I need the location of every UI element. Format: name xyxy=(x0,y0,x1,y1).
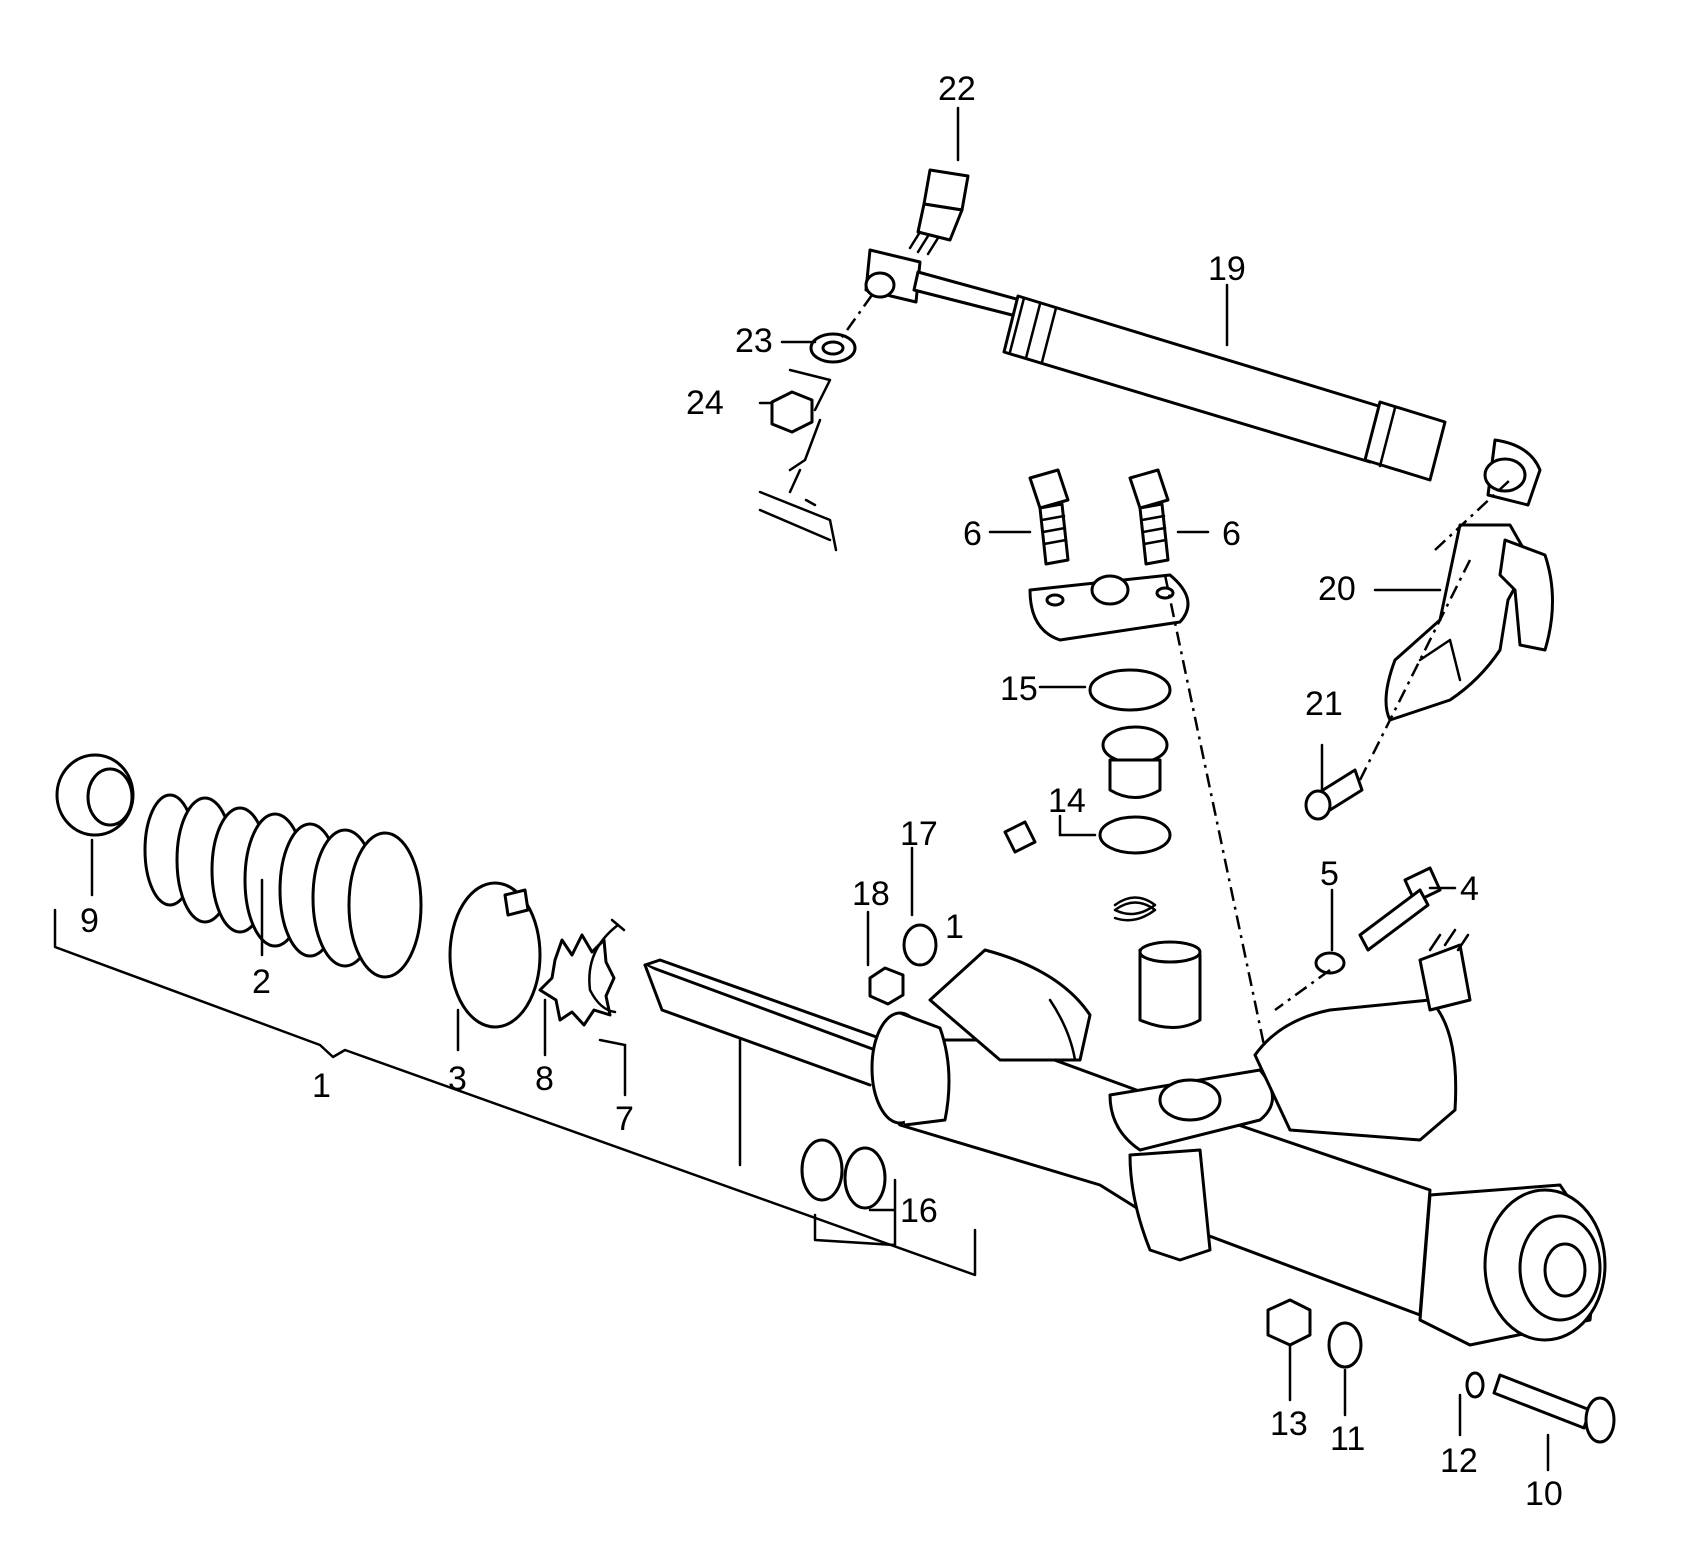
nut-part-18 xyxy=(868,966,905,1006)
callout-17: 17 xyxy=(900,815,938,853)
bush-part xyxy=(1101,725,1169,799)
circlip-part-7 xyxy=(588,918,626,1014)
bolt-part-6-left xyxy=(1028,468,1070,566)
callout-10: 10 xyxy=(1525,1475,1563,1513)
bolt-part-22 xyxy=(908,168,970,256)
callout-22: 22 xyxy=(938,70,976,108)
callout-14: 14 xyxy=(1048,782,1086,820)
callout-5: 5 xyxy=(1320,855,1339,893)
o-ring-part-15 xyxy=(1088,668,1172,712)
cover-flange xyxy=(1028,573,1190,642)
callout-3: 3 xyxy=(448,1060,467,1098)
washer-part-12 xyxy=(1465,1371,1485,1399)
callout-16: 16 xyxy=(900,1192,938,1230)
callout-23: 23 xyxy=(735,322,773,360)
callout-19: 19 xyxy=(1208,250,1246,288)
callout-1: 1 xyxy=(312,1067,331,1105)
washer-part-23 xyxy=(809,332,857,364)
bolt-part-21 xyxy=(1304,768,1364,821)
callout-24: 24 xyxy=(686,384,724,422)
bolt-part-4 xyxy=(1358,866,1442,952)
bracket-fragment xyxy=(758,468,838,552)
washer-part-11 xyxy=(1327,1321,1363,1369)
ring-part-9 xyxy=(55,753,135,837)
sleeve-part-17 xyxy=(1003,820,1037,854)
callout-20: 20 xyxy=(1318,570,1356,608)
callout-21: 21 xyxy=(1305,685,1343,723)
group-bracket-16 xyxy=(813,1178,897,1247)
bracket-part-20 xyxy=(1384,523,1554,722)
callout-1-mid: 1 xyxy=(945,908,964,946)
o-rings-part-16 xyxy=(800,1138,887,1210)
bolt-part-6-right xyxy=(1128,468,1170,566)
callout-7: 7 xyxy=(615,1100,634,1138)
spring-part xyxy=(1113,896,1157,922)
pressure-pad-part xyxy=(1138,940,1202,1029)
group-bracket-1 xyxy=(53,908,977,1277)
callout-13: 13 xyxy=(1270,1405,1308,1443)
callout-12: 12 xyxy=(1440,1442,1478,1480)
washer-part-5 xyxy=(1314,951,1346,975)
o-ring-part-14 xyxy=(1098,815,1172,855)
nut-part-24 xyxy=(770,368,832,472)
callout-9: 9 xyxy=(80,902,99,940)
strut-rod-part-19 xyxy=(864,248,1542,507)
clamp-part-3 xyxy=(448,881,542,1029)
bellows-part-2 xyxy=(143,793,423,979)
rack-housing xyxy=(643,928,1607,1347)
washer-part-17b xyxy=(902,923,938,967)
star-washer-part-8 xyxy=(538,933,616,1027)
callout-18: 18 xyxy=(852,875,890,913)
callout-11: 11 xyxy=(1330,1420,1365,1458)
nut-part-13 xyxy=(1266,1298,1312,1347)
callout-2: 2 xyxy=(252,963,271,1001)
callout-8: 8 xyxy=(535,1060,554,1098)
callout-6-right: 6 xyxy=(1222,515,1241,553)
bolt-part-10 xyxy=(1492,1373,1616,1444)
callout-4: 4 xyxy=(1460,870,1479,908)
callout-15: 15 xyxy=(1000,670,1038,708)
callout-6-left: 6 xyxy=(963,515,982,553)
